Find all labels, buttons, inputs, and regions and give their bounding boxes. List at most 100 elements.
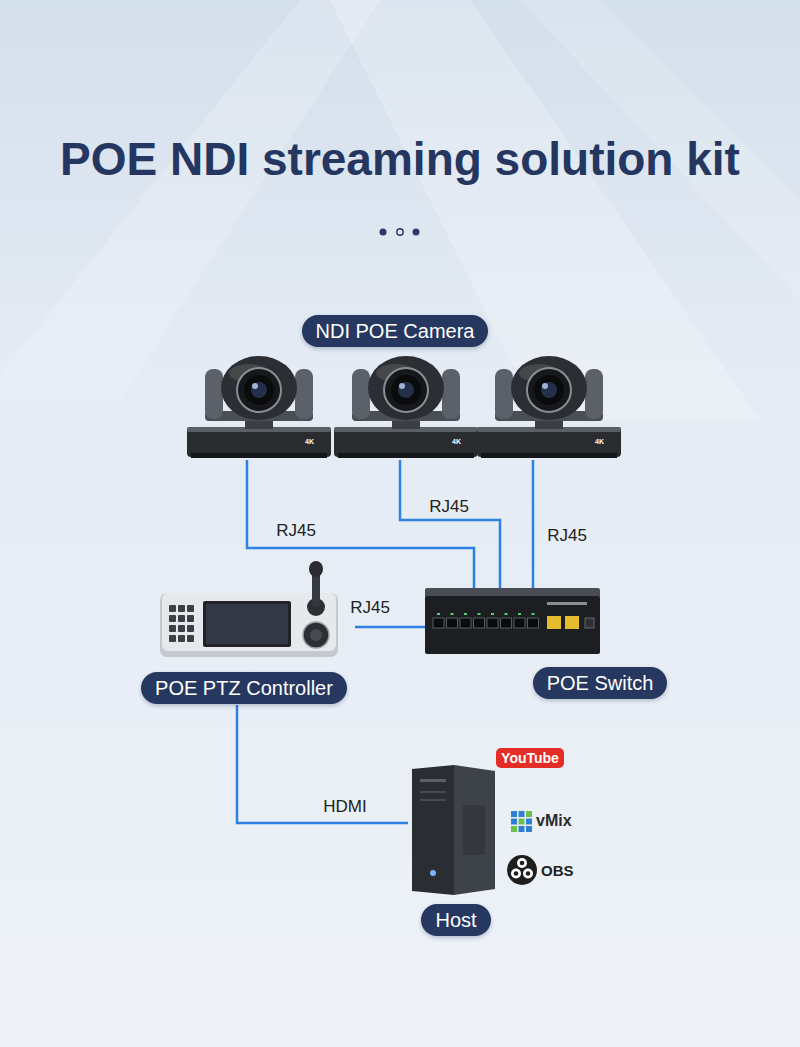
controller-key	[178, 605, 185, 612]
port-led	[478, 613, 481, 615]
camera-base	[334, 427, 478, 457]
ptz-camera	[187, 356, 331, 458]
page-dot	[413, 229, 420, 236]
cable-line	[355, 626, 425, 629]
switch-port	[474, 618, 485, 628]
ptz-camera	[334, 356, 478, 458]
switch-port	[433, 618, 444, 628]
cable-label: HDMI	[323, 798, 366, 815]
switch-port	[501, 618, 512, 628]
label-pill: NDI POE Camera	[302, 315, 489, 347]
camera-lens	[384, 368, 428, 412]
host-computer	[412, 765, 495, 895]
controller-top	[162, 593, 336, 651]
cable-label: RJ45	[547, 527, 587, 544]
switch-marking	[547, 602, 587, 605]
controller-key	[178, 635, 185, 642]
camera-lens	[527, 368, 571, 412]
network-switch	[425, 588, 600, 654]
switch-port	[487, 618, 498, 628]
controller-screen	[203, 601, 291, 647]
camera-lens	[541, 382, 557, 398]
controller-body	[160, 593, 338, 657]
controller-key	[187, 625, 194, 632]
camera-yoke	[495, 369, 513, 419]
camera-lens	[398, 382, 414, 398]
camera-lens	[391, 375, 421, 405]
camera-lens-glint	[252, 383, 258, 389]
power-button	[430, 870, 436, 876]
camera-yoke	[442, 369, 460, 419]
page-dot	[380, 229, 387, 236]
controller-key	[178, 625, 185, 632]
resolution-mark: 4K	[305, 438, 314, 445]
vmix-logo: vMix	[536, 813, 572, 829]
camera-base-foot	[191, 453, 327, 458]
tower-detail	[420, 779, 446, 782]
switch-port	[514, 618, 525, 628]
port-led	[505, 613, 508, 615]
uplink-port	[547, 616, 561, 629]
camera-box: 4K	[475, 355, 623, 460]
ptz-controller	[160, 561, 338, 657]
switch-front	[425, 596, 600, 654]
camera-base-foot	[481, 453, 617, 458]
port-led	[491, 613, 494, 615]
switch-box: POE Switch	[425, 588, 670, 698]
cable-line	[247, 460, 474, 588]
port-led	[518, 613, 521, 615]
obs-icon	[507, 855, 537, 885]
controller-key	[187, 605, 194, 612]
cable-label: RJ45	[429, 498, 469, 515]
joystick-knob	[309, 561, 323, 577]
cable-label: RJ45	[350, 599, 390, 616]
controller-key	[178, 615, 185, 622]
cable-label: RJ45	[276, 522, 316, 539]
controller-key	[169, 615, 176, 622]
youtube-logo: YouTube	[496, 748, 564, 768]
uplink-port	[565, 616, 579, 629]
cable-line	[400, 460, 500, 588]
tower-front	[412, 765, 454, 895]
camera-lens-glint	[399, 383, 405, 389]
camera-lens-glint	[542, 383, 548, 389]
controller-dial	[310, 629, 322, 641]
camera-lens	[534, 375, 564, 405]
device-label: POE Switch	[547, 673, 654, 693]
controller-screen	[206, 604, 288, 644]
power-jack	[585, 618, 594, 628]
page-dot	[397, 229, 403, 235]
camera-box: 4K	[185, 355, 333, 460]
tower-side	[454, 765, 495, 895]
resolution-mark: 4K	[595, 438, 604, 445]
controller-key	[169, 635, 176, 642]
camera-group: NDI POE Camera 4K 4K 4K	[180, 312, 630, 464]
controller-key	[187, 635, 194, 642]
controller-key	[169, 625, 176, 632]
title-heading: POE NDI streaming solution kit	[60, 136, 740, 182]
camera-box: 4K	[332, 355, 480, 460]
controller-key	[169, 605, 176, 612]
device-label: Host	[435, 910, 476, 930]
port-led	[464, 613, 467, 615]
host-box: Host	[408, 765, 498, 937]
tower-detail	[420, 799, 446, 801]
switch-port	[447, 618, 458, 628]
camera-base-foot	[338, 453, 474, 458]
camera-lens	[244, 375, 274, 405]
obs-logo: OBS	[541, 863, 574, 878]
camera-head	[221, 356, 297, 420]
port-led	[451, 613, 454, 615]
light-ray	[330, 0, 760, 420]
camera-base	[187, 427, 331, 457]
device-label: POE PTZ Controller	[155, 678, 333, 698]
camera-yoke	[352, 369, 370, 419]
switch-port	[460, 618, 471, 628]
camera-head	[511, 356, 587, 420]
controller-dial	[303, 622, 329, 648]
device-label: NDI POE Camera	[316, 321, 475, 341]
port-led	[437, 613, 440, 615]
camera-yoke	[205, 369, 223, 419]
